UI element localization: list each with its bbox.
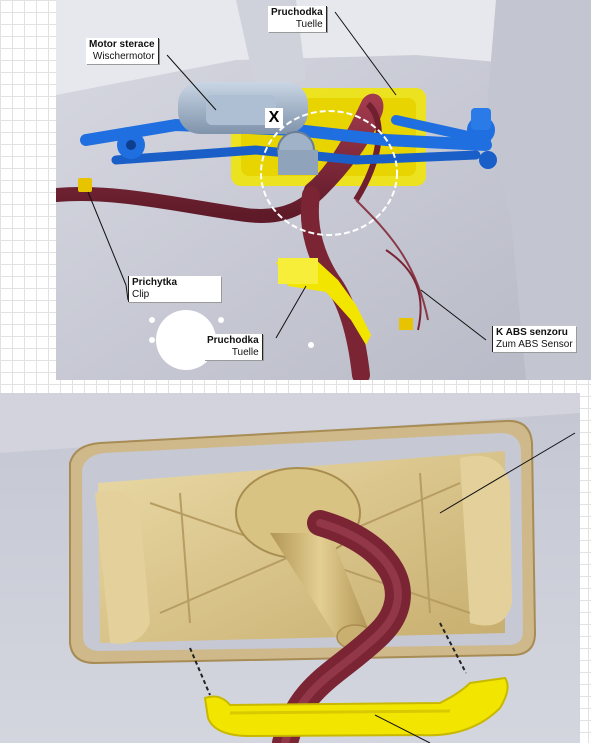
clip — [78, 178, 92, 192]
callout-grommet-top: Pruchodka Tuelle — [268, 6, 327, 32]
grommet-mid-label-de: Tuelle — [231, 347, 259, 358]
grommet-tube — [270, 533, 370, 643]
leader-line-strip — [374, 714, 431, 743]
grommet-top-label-de: Tuelle — [295, 19, 323, 30]
callout-grommet-mid: Pruchodka Tuelle — [204, 334, 263, 360]
abs-sensor-label-de: Zum ABS Sensor — [496, 339, 573, 350]
wiring-harness — [56, 93, 384, 223]
grommet-top-label-cz: Pruchodka — [271, 7, 323, 18]
callout-clip: Prichytka Clip — [128, 276, 222, 302]
leader-lines — [87, 11, 487, 341]
alignment-line — [189, 647, 211, 696]
callout-wiper-motor: Motor sterace Wischermotor — [86, 38, 159, 64]
grommet-mid-label-cz: Pruchodka — [207, 335, 259, 346]
leader-line-frame — [439, 432, 576, 514]
clip-label-de: Clip — [132, 289, 150, 300]
callout-abs-sensor: K ABS senzoru Zum ABS Sensor — [492, 326, 576, 352]
wiper-motor-label-de: Wischermotor — [92, 51, 155, 62]
abs-sensor-label-cz: K ABS senzoru — [496, 327, 568, 338]
clip-label-cz: Prichytka — [132, 277, 178, 288]
body-hole — [156, 310, 216, 370]
wiper-motor-label-cz: Motor sterace — [89, 39, 155, 50]
detail-circle — [260, 110, 398, 236]
grommet-detail-drawing — [0, 393, 580, 743]
detail-illustration — [0, 393, 580, 743]
detail-mark-x: X — [265, 108, 283, 128]
retaining-strip — [203, 676, 509, 738]
